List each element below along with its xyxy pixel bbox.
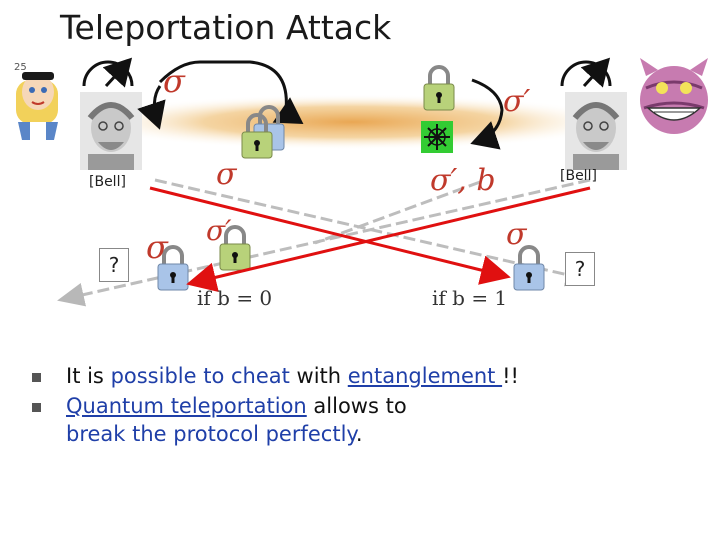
bullet-item-1: It is possible to cheat with entanglemen…	[30, 362, 690, 390]
curved-arrow-left	[158, 60, 304, 125]
padlock-icon-bottom-middle	[219, 225, 251, 271]
bullet-list: It is possible to cheat with entanglemen…	[30, 362, 690, 450]
padlock-icon-center	[241, 113, 273, 159]
label-sigma-bottom-left: σ	[146, 228, 168, 266]
bullet-marker	[32, 373, 41, 382]
label-sigma-top-left: σ	[163, 62, 185, 100]
gray-dashed-lines	[57, 178, 593, 307]
meter-icon-right	[560, 57, 612, 88]
label-if-b0: if b = 0	[197, 286, 273, 310]
label-sigma-bottom-right: σ	[506, 217, 527, 252]
bullet-item-2: Quantum teleportation allows to break th…	[30, 392, 690, 448]
question-box-left: ?	[99, 248, 129, 282]
padlock-icon-bottom-right	[513, 245, 545, 291]
red-arrow-to-left	[186, 186, 591, 293]
label-sigma-prime-b: σ′, b	[430, 163, 496, 198]
entanglement-link[interactable]: entanglement	[347, 364, 503, 388]
padlock-icon-top	[423, 65, 455, 111]
label-if-b1: if b = 1	[432, 286, 508, 310]
slide-number: 25	[14, 62, 27, 73]
teleportation-link[interactable]: Quantum teleportation	[66, 394, 307, 418]
label-sigma-prime-bottom: σ′	[206, 214, 232, 247]
bullet-text: allows to	[306, 394, 407, 418]
person-photo-icon-left	[80, 92, 142, 170]
bullet-marker	[32, 403, 41, 412]
bullet-text: !!	[502, 364, 519, 388]
entanglement-star-icon	[421, 121, 453, 153]
red-arrow-to-right	[149, 186, 511, 285]
bullet-highlight: break the protocol perfectly	[66, 422, 356, 446]
alice-icon	[16, 72, 58, 140]
slide-title: Teleportation Attack	[60, 8, 392, 47]
label-bell-right: [Bell]	[560, 168, 597, 184]
bullet-highlight: possible to cheat	[110, 364, 290, 388]
gray-line-center	[314, 180, 481, 245]
curved-arrow-left-tail	[137, 85, 166, 130]
question-box-right: ?	[565, 252, 595, 286]
gray-line-down-left	[57, 178, 591, 307]
label-bell-left: [Bell]	[89, 174, 126, 190]
person-photo-icon-right	[565, 92, 627, 170]
bullet-text: It is	[66, 364, 111, 388]
bullet-text: .	[355, 422, 363, 446]
red-arrows	[149, 186, 591, 293]
cheshire-cat-icon	[640, 58, 708, 134]
label-sigma-center: σ	[216, 157, 237, 192]
label-sigma-prime-top-right: σ′	[503, 84, 531, 119]
meter-icon-left	[82, 57, 134, 88]
beam-ellipse	[82, 94, 622, 150]
bullet-text: with	[289, 364, 348, 388]
curved-arrow-right	[470, 78, 504, 150]
